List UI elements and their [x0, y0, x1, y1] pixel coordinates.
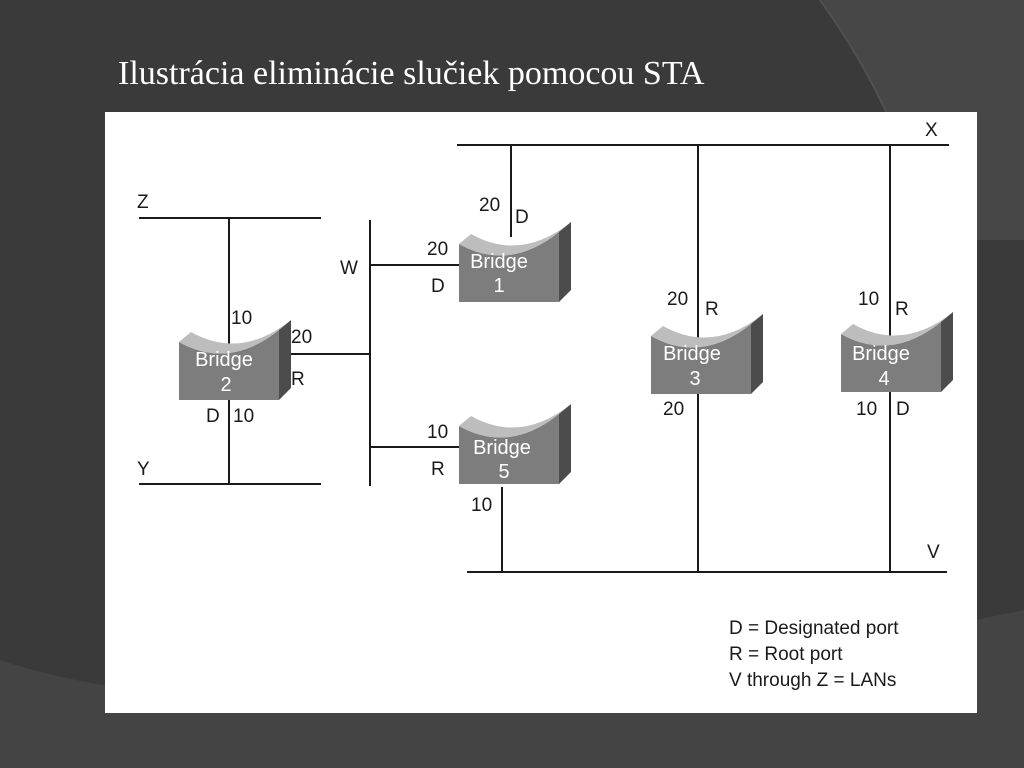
- bridge-5-port-w-role: R: [431, 459, 445, 480]
- lan-y-label: Y: [137, 459, 150, 480]
- bridge-2-name: Bridge: [195, 349, 253, 371]
- bridge-2-port-w-role: R: [291, 369, 305, 390]
- bridge-5-number: 5: [498, 461, 509, 483]
- lan-x-label: X: [925, 120, 938, 141]
- links: [228, 145, 891, 572]
- bridge-2-port-y-role: D: [206, 406, 220, 427]
- legend-lans: V through Z = LANs: [729, 670, 897, 691]
- slide-title: Ilustrácia eliminácie slučiek pomocou ST…: [118, 55, 705, 92]
- bridge-2: Bridge 2 10 20 R D 10: [179, 308, 312, 427]
- bridge-1-number: 1: [493, 275, 504, 297]
- bridge-3: Bridge 3 20 R 20: [651, 289, 763, 420]
- bridge-1-port-x-role: D: [515, 207, 529, 228]
- network-diagram: X Z Y W V: [137, 120, 953, 573]
- bridge-4-number: 4: [878, 368, 889, 390]
- bridge-1-port-w-role: D: [431, 276, 445, 297]
- legend: D = Designated port R = Root port V thro…: [729, 616, 899, 694]
- bridge-3-port-v-cost: 20: [663, 399, 684, 420]
- bridge-4-port-x-role: R: [895, 299, 909, 320]
- bridge-1: Bridge 1 20 D 20 D: [427, 195, 571, 302]
- bridge-3-port-x-cost: 20: [667, 289, 688, 310]
- stp-diagram: X Z Y W V: [105, 112, 977, 713]
- bridge-1-name: Bridge: [470, 251, 528, 273]
- bridge-4-port-x-cost: 10: [858, 289, 879, 310]
- lan-w-label: W: [340, 258, 358, 279]
- bridge-5-port-w-cost: 10: [427, 422, 448, 443]
- bridge-2-port-z-cost: 10: [231, 308, 252, 329]
- bridge-4-port-v-role: D: [896, 399, 910, 420]
- bridge-3-number: 3: [689, 368, 700, 390]
- lan-z: Z: [137, 192, 321, 219]
- lan-x: X: [457, 120, 949, 146]
- bridge-5-port-v-cost: 10: [471, 495, 492, 516]
- lan-v: V: [467, 542, 947, 573]
- legend-designated: D = Designated port: [729, 618, 899, 639]
- bridge-3-name: Bridge: [663, 343, 721, 365]
- bridge-1-port-w-cost: 20: [427, 239, 448, 260]
- bridge-2-number: 2: [220, 374, 231, 396]
- legend-root: R = Root port: [729, 644, 843, 665]
- bridge-4: Bridge 4 10 R 10 D: [841, 289, 953, 420]
- bridge-5: Bridge 5 10 R 10: [427, 404, 571, 516]
- bridge-4-port-v-cost: 10: [856, 399, 877, 420]
- lan-z-label: Z: [137, 192, 149, 213]
- bridge-4-name: Bridge: [852, 343, 910, 365]
- bridge-2-port-w-cost: 20: [291, 327, 312, 348]
- bridge-3-port-x-role: R: [705, 299, 719, 320]
- bridge-2-port-y-cost: 10: [233, 406, 254, 427]
- bridge-5-name: Bridge: [473, 437, 531, 459]
- lan-v-label: V: [927, 542, 940, 563]
- bridge-1-port-x-cost: 20: [479, 195, 500, 216]
